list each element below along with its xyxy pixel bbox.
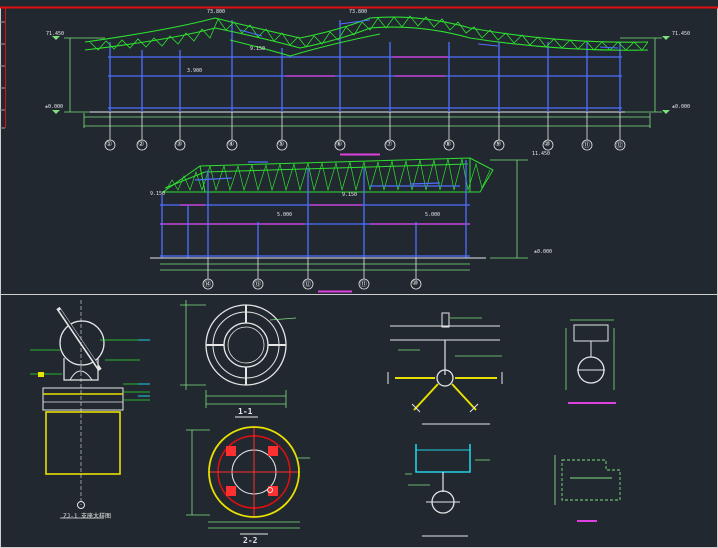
section-1-1 [180, 300, 297, 418]
elev2-right-bottom: ±0.000 [534, 249, 553, 255]
axis-bubbles-1 [104, 112, 626, 151]
support-title: ZJ-1 支座大样图 [63, 513, 112, 520]
frame-left-ticks [0, 21, 5, 129]
elev2-label-2: 9.150 [342, 192, 358, 198]
gusset-detail [405, 444, 490, 537]
truss-webs-2 [165, 158, 491, 192]
section-2-title: 2-2 [243, 536, 258, 545]
axis-bubbles-2 [202, 258, 422, 290]
elev2-right-top: 11.450 [532, 151, 551, 157]
axis2-3: ⑫ [304, 280, 311, 288]
axis2-4: ⑪ [360, 280, 367, 288]
level-right-bottom: ±0.000 [672, 104, 691, 110]
elev2-label-1: 9.150 [150, 191, 166, 197]
axis-12: ⑫ [616, 141, 623, 149]
truss-webs-1 [89, 15, 649, 51]
support-detail [30, 300, 150, 519]
elevation-2 [150, 157, 528, 293]
axis-4: ④ [228, 140, 235, 148]
top-label-2: 73.800 [349, 9, 368, 15]
axis-5: ⑤ [278, 140, 285, 148]
drawing-frame [0, 7, 718, 548]
axis-3: ③ [176, 140, 183, 148]
plate-detail [554, 455, 621, 522]
axis-6: ⑥ [336, 140, 343, 148]
axis-10: ⑩ [544, 140, 551, 148]
bolt-markers [226, 446, 278, 496]
axis2-5: ⑩ [412, 279, 419, 287]
elev2-label-4: 5.000 [425, 212, 441, 218]
axis-2: ② [138, 140, 145, 148]
level-left-bottom: ±0.000 [45, 104, 64, 110]
axis2-2: ⑬ [254, 280, 261, 288]
section-2-2 [186, 426, 310, 535]
inner-label-1: 9.150 [250, 46, 266, 52]
node-detail [387, 312, 503, 425]
top-label-1: 73.800 [207, 9, 226, 15]
axis-1: ① [106, 140, 113, 148]
axis-8: ⑧ [445, 140, 452, 148]
level-right-top: 71.450 [672, 31, 691, 37]
elevation-1 [52, 15, 670, 156]
small-node-detail [565, 319, 616, 404]
inner-label-2: 3.900 [187, 68, 203, 74]
section-1-title: 1-1 [238, 407, 253, 416]
axis2-1: ⑭ [204, 280, 211, 288]
axis-7: ⑦ [386, 140, 393, 148]
axis-9: ⑨ [495, 140, 502, 148]
elev2-label-3: 5.000 [277, 212, 293, 218]
level-left-top: 71.450 [46, 31, 65, 37]
truss-blue-accents [239, 19, 619, 49]
axis-11: ⑪ [583, 141, 590, 149]
